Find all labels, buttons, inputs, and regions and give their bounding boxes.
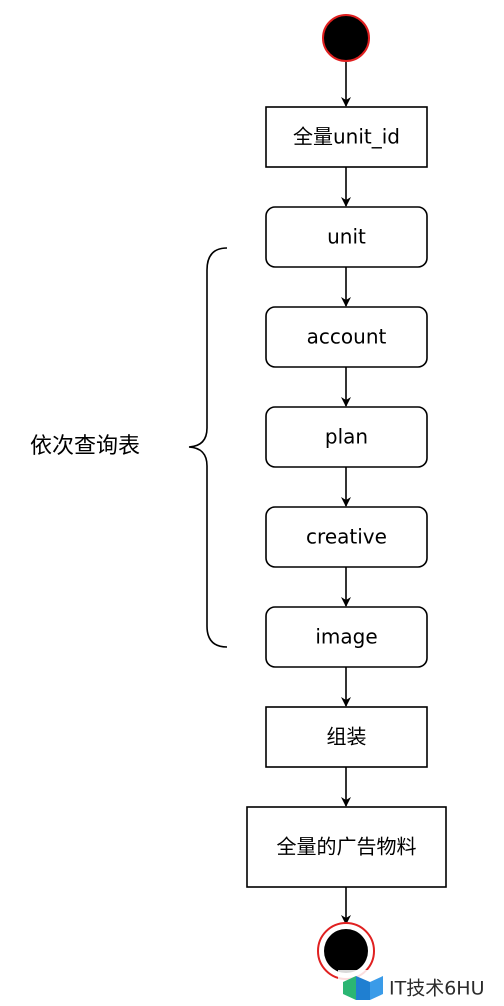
brace-label: 依次查询表: [30, 434, 140, 459]
node-full-unit-id: 全量unit_id: [265, 106, 428, 168]
watermark: IT技术6HU: [338, 970, 504, 1006]
node-label: 全量unit_id: [293, 125, 400, 149]
node-full-materials: 全量的广告物料: [246, 806, 447, 888]
watermark-text: IT技术6HU: [389, 978, 485, 1000]
end-node: [317, 922, 375, 980]
node-label: unit: [327, 225, 366, 249]
node-image: image: [265, 606, 428, 668]
node-creative: creative: [265, 506, 428, 568]
node-label: image: [315, 625, 377, 649]
watermark-logo-icon: [343, 976, 383, 1000]
node-unit: unit: [265, 206, 428, 268]
node-label: 组装: [327, 725, 367, 749]
node-label: account: [307, 325, 387, 349]
node-label: plan: [325, 425, 368, 449]
node-plan: plan: [265, 406, 428, 468]
node-assemble: 组装: [265, 706, 428, 768]
node-account: account: [265, 306, 428, 368]
node-label: 全量的广告物料: [277, 835, 417, 859]
curly-brace: [188, 247, 228, 648]
start-node: [322, 14, 370, 62]
node-label: creative: [306, 525, 387, 549]
